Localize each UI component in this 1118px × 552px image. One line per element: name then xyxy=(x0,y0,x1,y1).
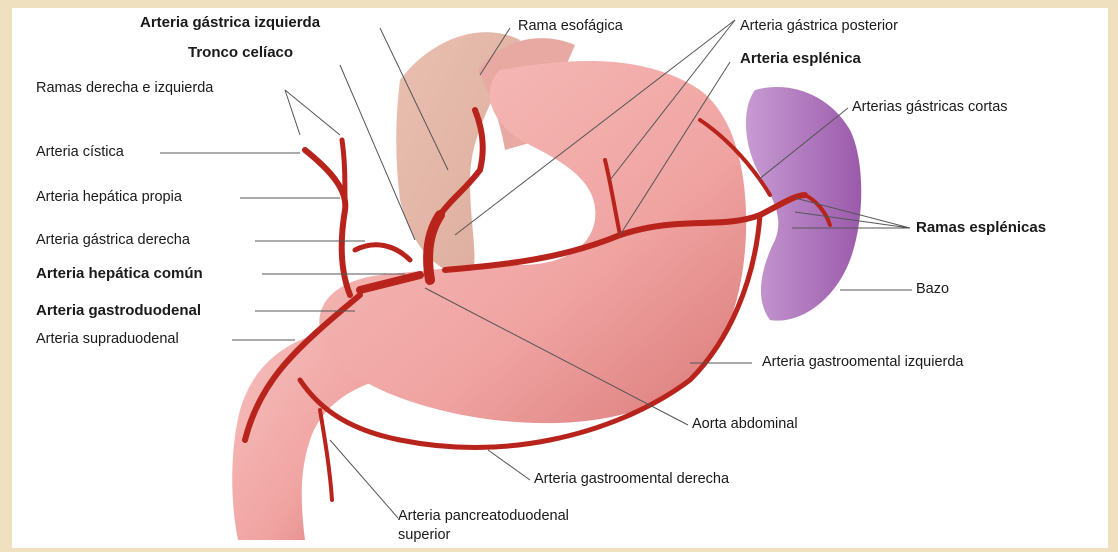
label-arteria-gastroduodenal: Arteria gastroduodenal xyxy=(36,302,201,319)
label-rama-esofagica: Rama esofágica xyxy=(518,18,623,35)
label-arterias-gastricas-cortas: Arterias gástricas cortas xyxy=(852,99,1008,116)
leader-ramas-2 xyxy=(285,90,340,135)
label-arteria-supraduodenal: Arteria supraduodenal xyxy=(36,331,179,348)
label-aorta-abdominal: Aorta abdominal xyxy=(692,416,798,433)
right-gastric-artery xyxy=(355,245,410,260)
label-ramas-derecha-izquierda: Ramas derecha e izquierda xyxy=(36,80,213,97)
label-arteria-cistica: Arteria cística xyxy=(36,144,124,161)
label-arteria-gastroomental-izquierda: Arteria gastroomental izquierda xyxy=(762,354,964,371)
label-arteria-hepatica-propia: Arteria hepática propia xyxy=(36,189,182,206)
label-tronco-celiaco: Tronco celíaco xyxy=(188,44,293,61)
leader-gastroomental-der xyxy=(488,450,530,480)
label-arteria-gastroomental-derecha: Arteria gastroomental derecha xyxy=(534,471,729,488)
label-arteria-hepatica-comun: Arteria hepática común xyxy=(36,265,203,282)
spleen xyxy=(746,87,861,321)
label-arteria-esplenica: Arteria esplénica xyxy=(740,50,861,67)
label-superior: superior xyxy=(398,527,450,544)
label-arteria-gastrica-izquierda: Arteria gástrica izquierda xyxy=(140,14,320,31)
label-arteria-gastrica-derecha: Arteria gástrica derecha xyxy=(36,232,190,249)
label-arteria-pancreatoduodenal: Arteria pancreatoduodenal xyxy=(398,508,569,525)
leader-pancreatoduodenal xyxy=(330,440,398,518)
label-arteria-gastrica-posterior: Arteria gástrica posterior xyxy=(740,18,898,35)
label-ramas-esplenicas: Ramas esplénicas xyxy=(916,219,1046,236)
stomach xyxy=(319,61,746,423)
label-bazo: Bazo xyxy=(916,281,949,298)
pancreaticoduodenal-artery xyxy=(320,410,332,500)
